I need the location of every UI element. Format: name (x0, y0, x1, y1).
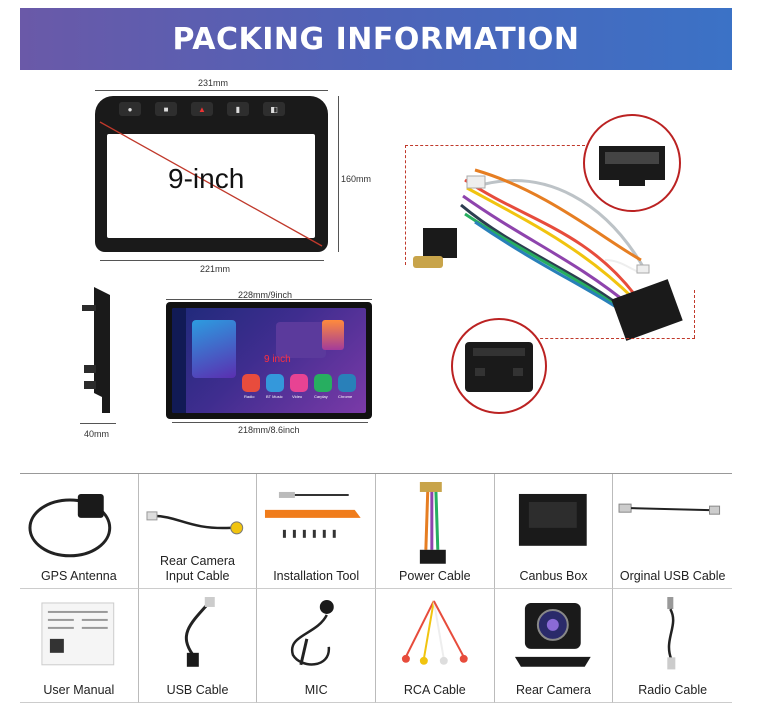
connector-callout-top (405, 145, 585, 146)
carplay-app-icon (314, 374, 332, 392)
item-rear-camera-input-cable: Rear Camera Input Cable (138, 474, 258, 589)
accessories-grid: GPS Antenna Rear Camera Input Cable Inst… (20, 473, 732, 703)
frame-size-label: 9-inch (168, 163, 245, 194)
item-radio-cable: Radio Cable (613, 589, 732, 703)
app-label-carplay: Carplay (314, 394, 328, 399)
mic-icon (291, 599, 335, 666)
power-cable-icon (419, 481, 446, 564)
iso-connector-icon (599, 146, 665, 186)
connector-callout-bottom-v (694, 290, 695, 338)
screen-display: 9 inch Radio BT Music Video Carplay Chro… (172, 308, 366, 413)
item-label: Power Cable (399, 568, 471, 583)
frame-width-label: 231mm (198, 78, 229, 88)
item-label: Installation Tool (273, 568, 360, 583)
side-view-frame (82, 287, 110, 413)
item-canbus-box: Canbus Box (494, 474, 614, 589)
frame-opening (107, 134, 315, 238)
canbus-plug-icon (465, 342, 533, 392)
app-label-btmusic: BT Music (266, 394, 283, 399)
user-manual-icon (41, 601, 115, 665)
screen-bottom-line (172, 422, 368, 423)
item-installation-tool: Installation Tool (257, 474, 376, 589)
frame-height-line (338, 96, 339, 252)
gps-antenna-icon (28, 493, 112, 558)
connector-callout-top-v (405, 145, 406, 265)
original-usb-cable-icon (618, 503, 721, 515)
usb-cable-icon (184, 596, 215, 667)
wiring-harness (413, 168, 683, 341)
item-label: Rear Camera Input Cable (159, 553, 235, 583)
page-title: PACKING INFORMATION (172, 21, 580, 57)
frame-width-line (95, 90, 328, 91)
item-label: GPS Antenna (40, 568, 117, 583)
video-app-icon (290, 374, 308, 392)
app-label-chrome: Chrome (338, 394, 353, 399)
frame-bottom-line (100, 260, 324, 261)
frame-seat-icon: ▮ (227, 102, 249, 116)
header-banner: PACKING INFORMATION (20, 8, 732, 70)
item-gps-antenna: GPS Antenna (20, 474, 139, 589)
head-unit-screen: 9 inch Radio BT Music Video Carplay Chro… (166, 302, 372, 419)
app-label-radio: Radio (244, 394, 255, 399)
item-label: User Manual (43, 683, 115, 697)
side-depth-label: 40mm (84, 429, 110, 439)
item-rca-cable: RCA Cable (375, 588, 495, 703)
item-user-manual: User Manual (20, 588, 139, 703)
chrome-app-icon (338, 374, 356, 392)
radio-app-icon (242, 374, 260, 392)
item-label: MIC (304, 683, 328, 697)
item-original-usb-cable: Orginal USB Cable (613, 474, 732, 589)
frame-bottom-label: 221mm (200, 264, 231, 274)
rear-camera-icon (514, 602, 591, 667)
hazard-icon: ▲ (191, 102, 213, 116)
item-usb-cable: USB Cable (138, 588, 258, 703)
rca-cable-icon (401, 600, 468, 665)
rear-camera-input-cable-icon (146, 511, 243, 535)
side-depth-line (80, 423, 116, 424)
frame-button-strip: ● ■ ▲ ▮ ◧ (112, 99, 292, 119)
item-label: USB Cable (166, 683, 229, 697)
frame-door-icon: ◧ (263, 102, 285, 116)
item-label: Canbus Box (519, 568, 588, 583)
item-label: Rear Camera (515, 683, 591, 697)
item-rear-camera: Rear Camera (494, 588, 614, 703)
canbus-box-icon (518, 493, 587, 546)
item-mic: MIC (257, 588, 376, 703)
app-label-video: Video (292, 394, 303, 399)
frame-lock-icon: ● (119, 102, 141, 116)
bt-music-app-icon (266, 374, 284, 392)
iso-connector-detail (583, 114, 681, 212)
screen-bottom-label: 218mm/8.6inch (238, 425, 300, 435)
screen-top-label: 228mm/9inch (238, 290, 293, 300)
item-power-cable: Power Cable (375, 474, 495, 589)
canbus-connector-detail (451, 318, 547, 414)
connector-callout-bottom (530, 338, 695, 339)
item-label: Radio Cable (638, 683, 708, 697)
frame-lock2-icon: ■ (155, 102, 177, 116)
screen-size-overlay: 9 inch (264, 354, 291, 365)
item-label: Orginal USB Cable (619, 568, 726, 583)
screen-top-line (166, 299, 372, 300)
radio-cable-icon (667, 596, 676, 669)
item-label: RCA Cable (403, 683, 466, 697)
installation-tool-icon (265, 491, 361, 538)
frame-height-label: 160mm (341, 174, 372, 184)
